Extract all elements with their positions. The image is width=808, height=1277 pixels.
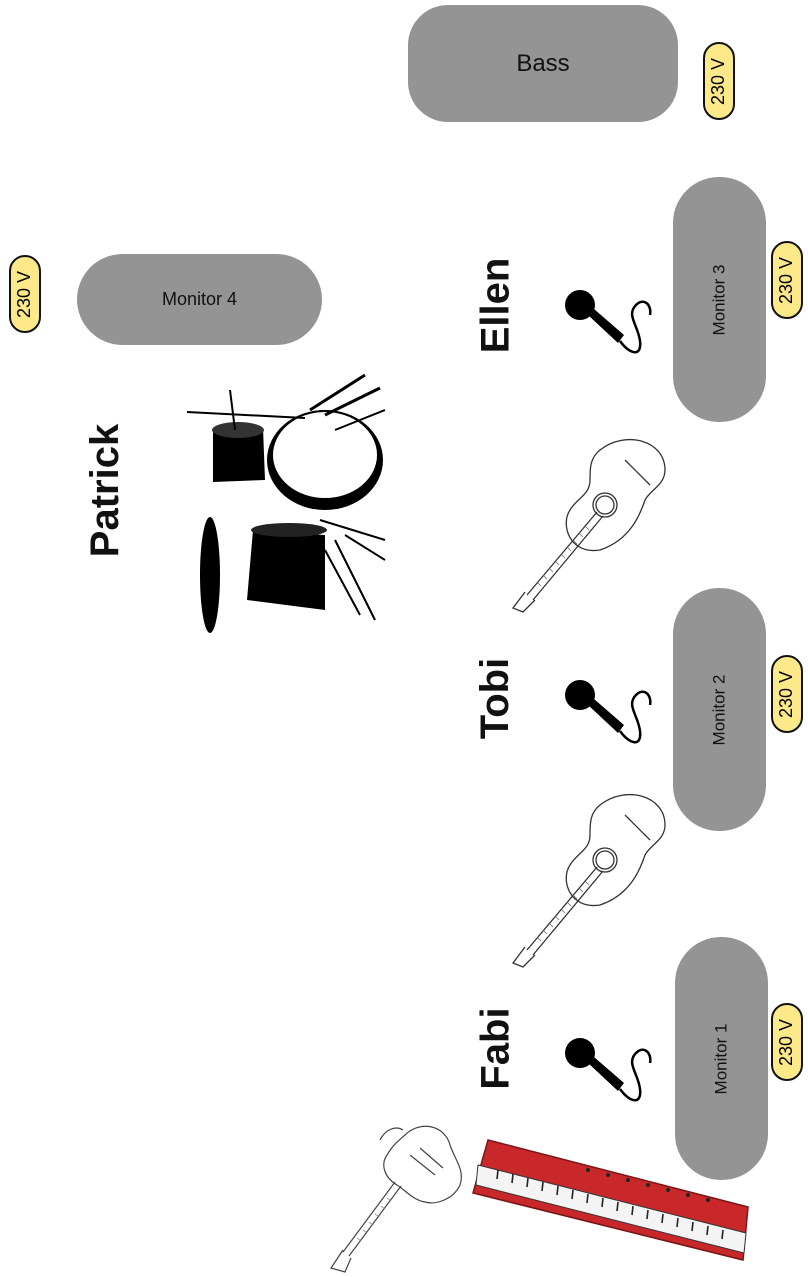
microphone-icon: [565, 1038, 652, 1102]
power-outlet-monitor-4: 230 V: [9, 255, 41, 333]
power-outlet-monitor-1: 230 V: [771, 1003, 803, 1081]
monitor-3-box: Monitor 3: [673, 177, 766, 422]
drum-kit-icon: [186, 373, 386, 633]
monitor-3-label: Monitor 3: [709, 264, 729, 335]
musician-name-ellen: Ellen: [473, 257, 518, 353]
musician-name-patrick: Patrick: [83, 423, 128, 557]
musician-name-fabi: Fabi: [473, 1006, 518, 1090]
power-outlet-monitor-3: 230 V: [771, 241, 803, 319]
bass-amp-box: Bass: [408, 5, 678, 122]
monitor-2-box: Monitor 2: [673, 588, 766, 831]
acoustic-guitar-icon: [511, 793, 666, 968]
power-outlet-bass: 230 V: [703, 42, 735, 120]
microphone-icon: [565, 290, 652, 354]
monitor-4-box: Monitor 4: [77, 254, 322, 345]
keyboard-icon: [472, 1139, 749, 1261]
monitor-1-label: Monitor 1: [711, 1023, 731, 1094]
power-outlet-monitor-2: 230 V: [771, 655, 803, 733]
microphone-icon: [565, 680, 652, 744]
electric-guitar-icon: [330, 1125, 462, 1273]
acoustic-guitar-icon: [511, 438, 666, 613]
monitor-2-label: Monitor 2: [709, 674, 729, 745]
monitor-4-label: Monitor 4: [161, 289, 238, 309]
bass-amp-label: Bass: [516, 49, 570, 77]
monitor-1-box: Monitor 1: [675, 937, 768, 1180]
musician-name-tobi: Tobi: [473, 657, 518, 739]
